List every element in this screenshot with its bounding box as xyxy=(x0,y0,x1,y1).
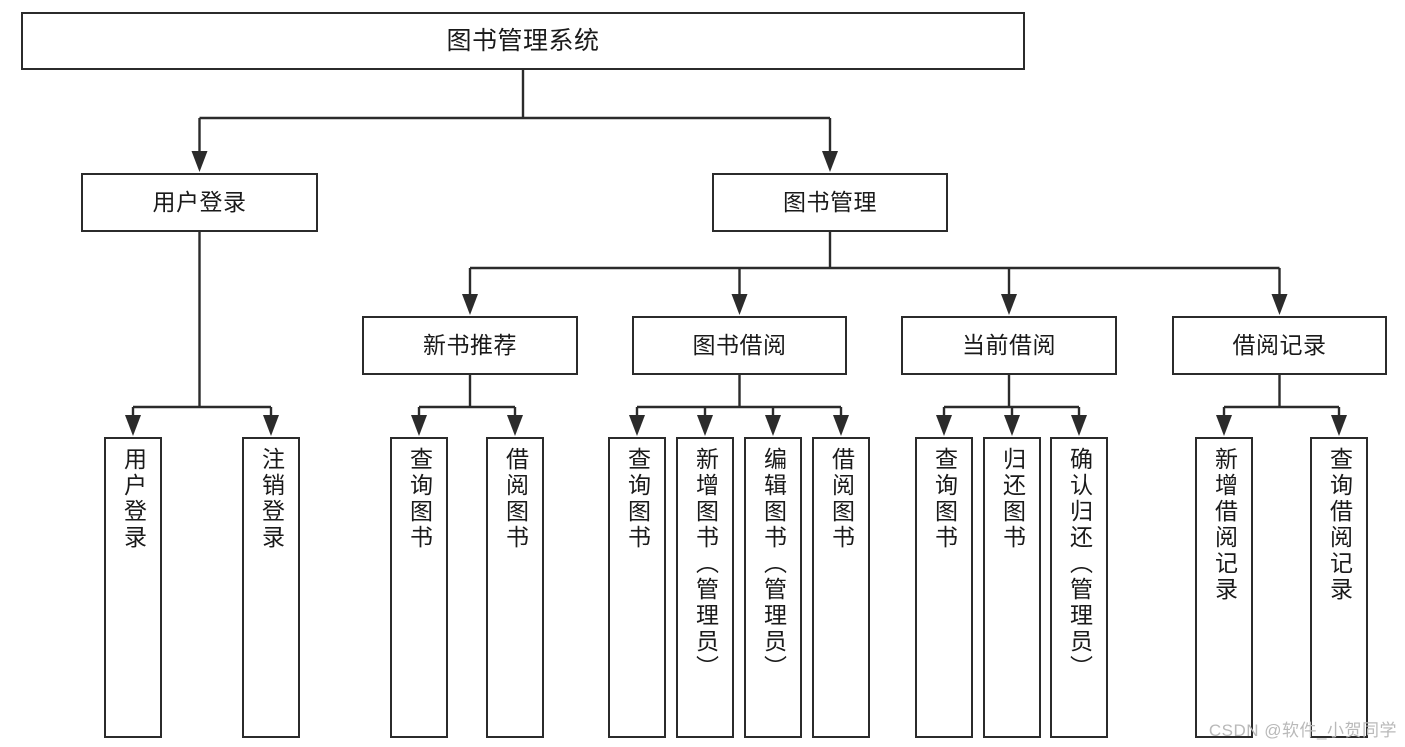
node-label: 查询图书 xyxy=(406,447,433,551)
arrowhead-icon xyxy=(191,151,208,172)
node-l9[interactable]: 查询图书 xyxy=(915,437,973,738)
node-label: 图书管理系统 xyxy=(446,26,600,55)
node-label: 新增图书（管理员） xyxy=(692,447,719,681)
watermark: CSDN @软件_小贺同学 xyxy=(1208,721,1397,740)
node-label: 借阅图书 xyxy=(502,447,529,551)
node-records[interactable]: 借阅记录 xyxy=(1172,316,1387,375)
node-label: 图书管理 xyxy=(783,189,877,216)
arrowhead-icon xyxy=(936,415,952,436)
node-l12[interactable]: 新增借阅记录 xyxy=(1195,437,1253,738)
node-current[interactable]: 当前借阅 xyxy=(901,316,1117,375)
node-label: 新书推荐 xyxy=(423,332,517,359)
node-label: 查询借阅记录 xyxy=(1326,447,1353,603)
arrowhead-icon xyxy=(833,415,849,436)
node-root[interactable]: 图书管理系统 xyxy=(21,12,1025,70)
arrowhead-icon xyxy=(731,294,748,315)
node-label: 新增借阅记录 xyxy=(1211,447,1238,603)
node-newbook[interactable]: 新书推荐 xyxy=(362,316,578,375)
arrowhead-icon xyxy=(462,294,478,315)
node-label: 借阅图书 xyxy=(828,447,855,551)
node-l7[interactable]: 编辑图书（管理员） xyxy=(744,437,802,738)
arrowhead-icon xyxy=(822,151,838,172)
arrowhead-icon xyxy=(765,415,781,436)
node-l13[interactable]: 查询借阅记录 xyxy=(1310,437,1368,738)
arrowhead-icon xyxy=(125,415,141,436)
arrowhead-icon xyxy=(1001,294,1017,315)
arrowhead-icon xyxy=(263,415,279,436)
arrowhead-icon xyxy=(1271,294,1288,315)
arrowhead-icon xyxy=(1331,415,1347,436)
node-label: 用户登录 xyxy=(120,447,147,551)
node-l3[interactable]: 查询图书 xyxy=(390,437,448,738)
node-label: 用户登录 xyxy=(152,189,247,216)
node-login[interactable]: 用户登录 xyxy=(81,173,318,232)
node-l5[interactable]: 查询图书 xyxy=(608,437,666,738)
node-label: 编辑图书（管理员） xyxy=(760,447,787,681)
node-borrow[interactable]: 图书借阅 xyxy=(632,316,847,375)
arrowhead-icon xyxy=(507,415,523,436)
node-label: 注销登录 xyxy=(258,447,285,551)
node-label: 查询图书 xyxy=(624,447,651,551)
node-label: 归还图书 xyxy=(999,447,1026,551)
node-label: 借阅记录 xyxy=(1232,332,1327,359)
arrowhead-icon xyxy=(1071,415,1087,436)
arrowhead-icon xyxy=(1216,415,1232,436)
node-bookmgmt[interactable]: 图书管理 xyxy=(712,173,948,232)
arrowhead-icon xyxy=(629,415,645,436)
node-l1[interactable]: 用户登录 xyxy=(104,437,162,738)
arrowhead-icon xyxy=(1004,415,1020,436)
node-l11[interactable]: 确认归还（管理员） xyxy=(1050,437,1108,738)
node-l2[interactable]: 注销登录 xyxy=(242,437,300,738)
node-l10[interactable]: 归还图书 xyxy=(983,437,1041,738)
node-label: 确认归还（管理员） xyxy=(1066,447,1093,681)
node-l6[interactable]: 新增图书（管理员） xyxy=(676,437,734,738)
node-label: 当前借阅 xyxy=(962,332,1056,359)
arrowhead-icon xyxy=(697,415,713,436)
node-label: 查询图书 xyxy=(931,447,958,551)
node-label: 图书借阅 xyxy=(692,332,787,359)
arrowhead-icon xyxy=(411,415,427,436)
node-l8[interactable]: 借阅图书 xyxy=(812,437,870,738)
node-l4[interactable]: 借阅图书 xyxy=(486,437,544,738)
